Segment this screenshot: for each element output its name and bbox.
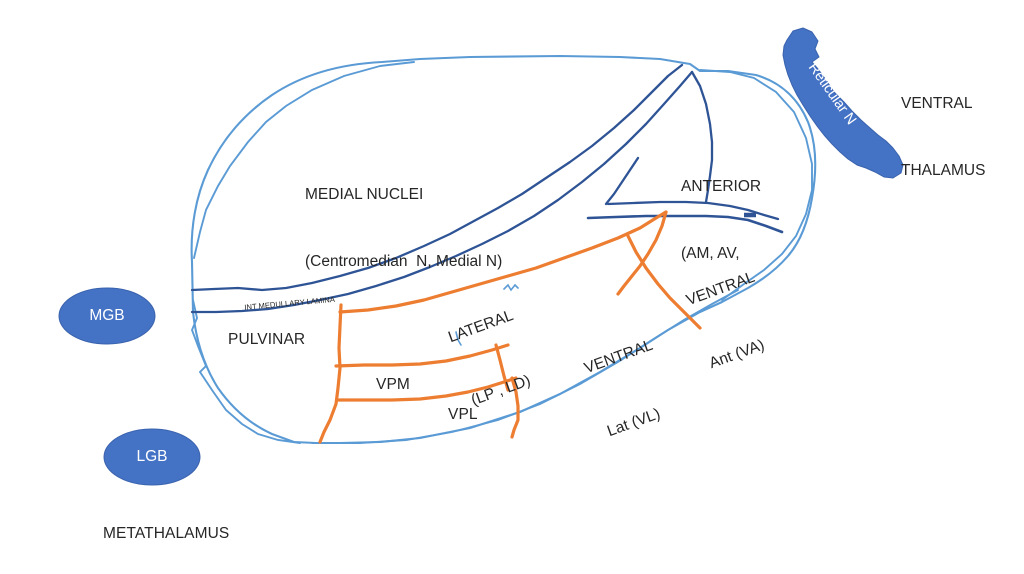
orange-vpl-vl-divider (510, 376, 520, 439)
lgb-label: LGB (136, 448, 168, 465)
medial-nuclei-label-line2: (Centromedian N, Medial N) (305, 253, 503, 271)
lateral-nucleus-label-line1: LATERAL (446, 306, 516, 347)
ventral-thalamus-label-line1: VENTRAL (901, 94, 973, 112)
lamina-fork-connector (604, 156, 640, 206)
orange-vpm-floor (335, 376, 518, 402)
mgb-label: MGB (89, 307, 125, 324)
thalamus-outline-jitter-right (699, 69, 813, 301)
thalamus-outline-path (190, 54, 817, 445)
lateral-tick-mark (455, 331, 462, 346)
vpl-label: VPL (448, 406, 478, 423)
lateral-squiggle-mark (503, 283, 519, 292)
ventral-anterior-label-line1: VENTRAL (684, 268, 758, 310)
ventral-anterior-label-line2: Ant (VA) (707, 336, 767, 373)
orange-lateral-ventral-boundary (338, 210, 668, 314)
orange-vpm-roof (334, 343, 510, 368)
metathalamus-label: METATHALAMUS (103, 525, 230, 542)
lateral-nucleus-label-line2: (LP , LD) (469, 372, 533, 410)
lamina-anterior-floor (606, 200, 780, 221)
lamina-upper-branch (190, 63, 684, 292)
medial-nuclei-label-line1: MEDIAL NUCLEI (305, 185, 424, 203)
lamina-anterior-arm (690, 70, 714, 204)
lamina-lower-branch (190, 70, 694, 314)
ventral-thalamus-label: VENTRAL THALAMUS (901, 48, 985, 228)
ventral-lateral-label-line2: Lat (VL) (605, 405, 663, 441)
anterior-nucleus-label-line2: (AM, AV, (681, 245, 740, 263)
lgb-nucleus-oval (103, 428, 201, 486)
orange-vpm-vpl-divider (494, 343, 510, 392)
orange-pulvinar-border (318, 303, 343, 444)
ventral-thalamus-label-line2: THALAMUS (901, 162, 986, 180)
pulvinar-label: PULVINAR (228, 331, 306, 348)
reticular-nucleus-shape (782, 27, 904, 179)
mgb-nucleus-oval (58, 287, 156, 345)
orange-vl-va-divider (626, 234, 702, 330)
anterior-nucleus-label: ANTERIOR (AM, AV, (681, 131, 761, 311)
ventral-lateral-label-line1: VENTRAL (582, 336, 656, 378)
medial-nuclei-label: MEDIAL NUCLEI (Centromedian N, Medial N) (305, 139, 502, 319)
lamina-va-roof (586, 214, 784, 234)
anterior-nucleus-label-line1: ANTERIOR (681, 177, 762, 195)
thalamus-outline-jitter-left (190, 299, 301, 444)
thalamus-outline-jitter-topleft (193, 61, 415, 259)
orange-va-upper-branch (616, 210, 668, 296)
vpm-label: VPM (376, 376, 410, 393)
